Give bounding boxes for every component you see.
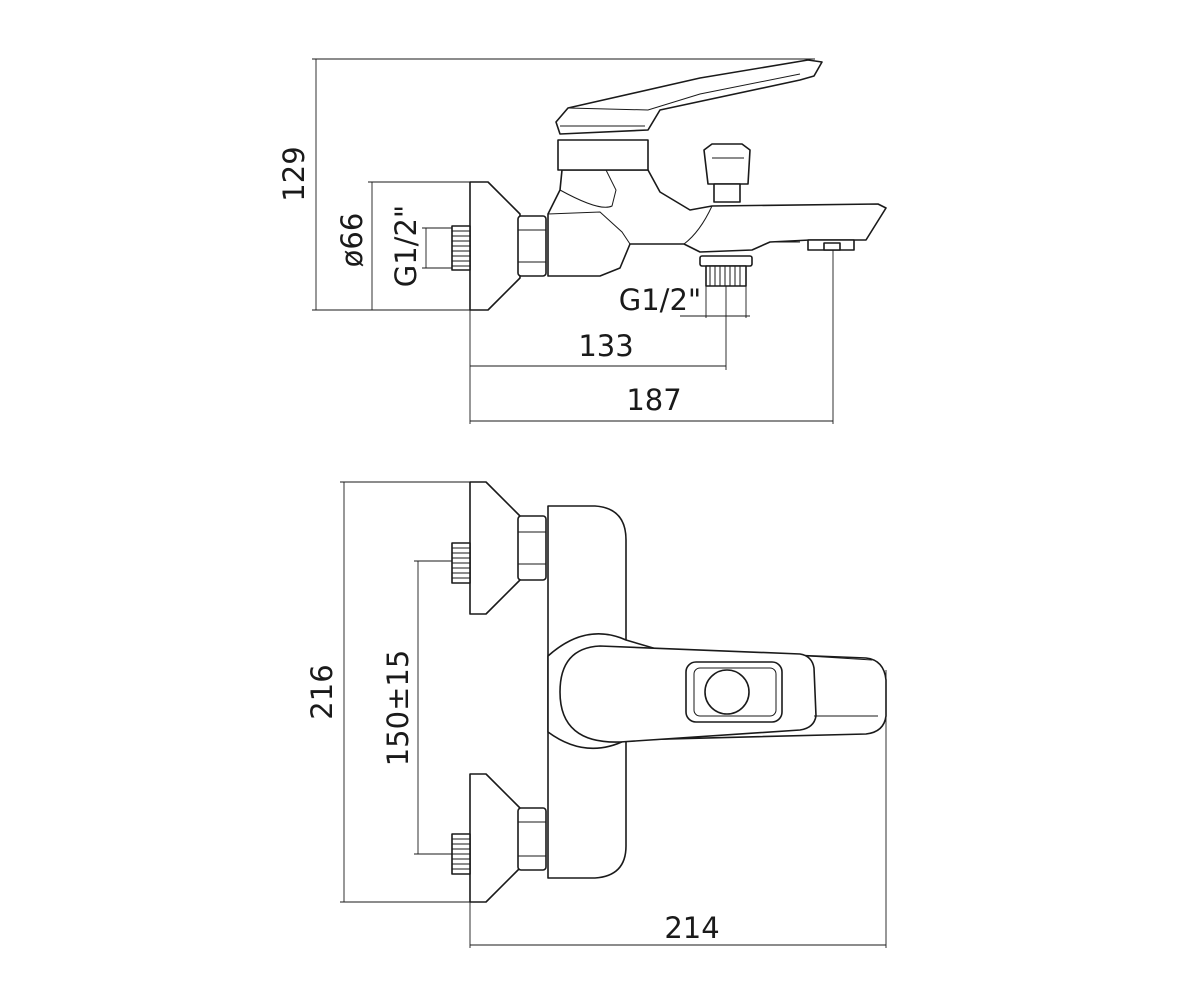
label-height-129: 129 [277,146,311,201]
side-view: 129 ø66 G1/2" G1/2" 133 187 [277,58,887,424]
side-view-dimension-lines [315,59,833,422]
upper-connection [451,481,547,615]
label-inlet-spacing: 150±15 [381,650,415,767]
label-flange-diameter: ø66 [335,213,369,268]
front-view: 216 150±15 214 [305,481,887,948]
lower-connection [451,773,547,903]
label-inlet-thread: G1/2" [389,205,423,287]
label-outlet-thread: G1/2" [619,283,701,317]
side-view-extension-lines [312,58,834,424]
spout-aerator [807,239,855,251]
connection-nut [517,215,547,277]
inlet-thread [451,225,471,271]
diverter-knob-front [685,661,783,723]
cartridge-housing [557,139,649,171]
wall-flange [469,181,521,311]
outlet-thread [699,255,753,287]
label-outlet-offset-133: 133 [578,329,633,363]
label-overall-height-216: 216 [305,664,339,719]
front-view-dimension-lines [343,482,886,946]
label-spout-length-187: 187 [626,383,681,417]
label-overall-width-214: 214 [664,911,719,945]
diverter-knob [703,143,751,203]
